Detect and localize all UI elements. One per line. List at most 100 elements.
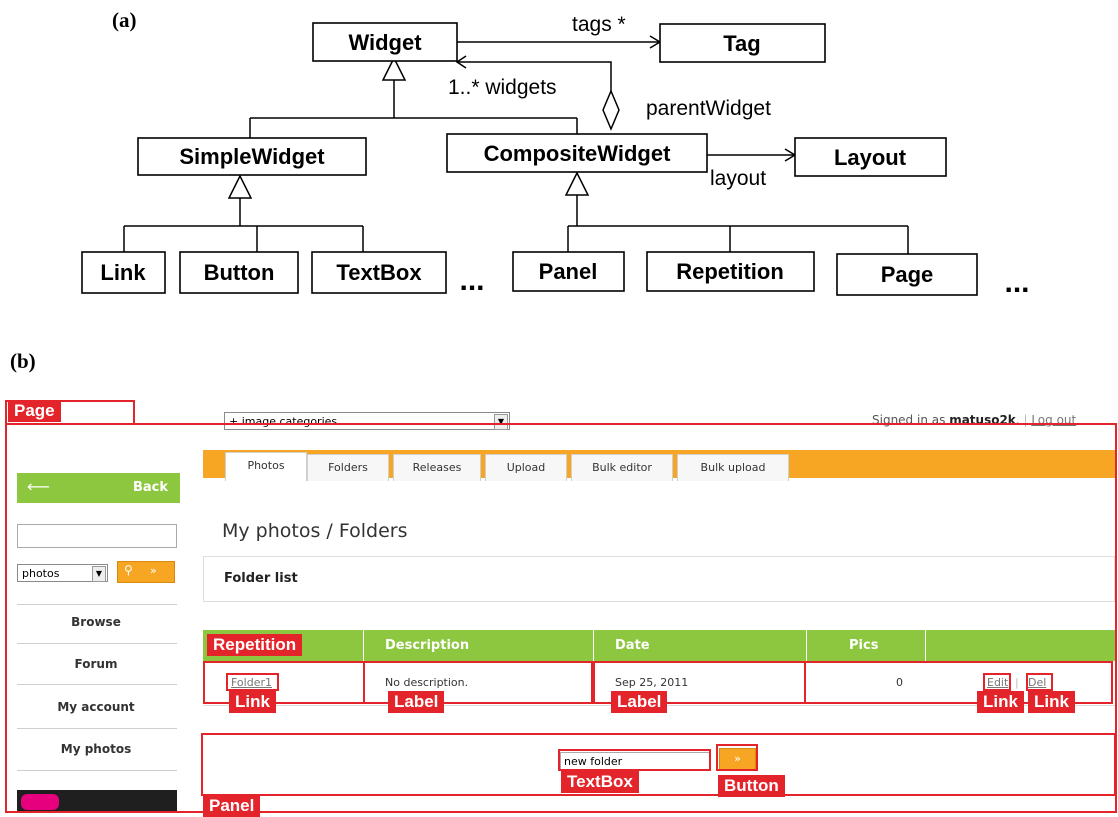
page-tag-outline	[5, 400, 135, 425]
tab-strip: Photos Folders Releases Upload Bulk edit…	[203, 450, 1116, 481]
class-link: Link	[100, 260, 146, 285]
label-annotation: Label	[611, 691, 668, 713]
assoc-layout: layout	[710, 167, 766, 190]
page-annotation: Page	[8, 400, 61, 422]
search-scope-select[interactable]: photos ▼	[17, 564, 108, 582]
generalization-triangle-widget	[381, 56, 407, 81]
class-box-link	[81, 251, 166, 294]
section-title: Folder list	[224, 571, 298, 586]
widgets-arrowhead	[455, 55, 467, 69]
folder-list-header: Folder list	[203, 556, 1115, 602]
generalization-simple-lines	[123, 198, 364, 252]
chevron-down-icon: ▼	[494, 414, 508, 430]
class-box-composite-widget	[446, 133, 708, 173]
class-composite-widget: CompositeWidget	[484, 141, 671, 166]
class-widget: Widget	[348, 30, 422, 55]
page-outline	[5, 423, 1117, 813]
uml-class-diagram: Widget Tag SimpleWidget CompositeWidget …	[81, 13, 1030, 299]
generalization-triangle-simple	[227, 174, 253, 199]
sidebar-item-my-account[interactable]: My account	[57, 700, 135, 714]
ellipsis-composite: ...	[1004, 266, 1029, 299]
tab-upload[interactable]: Upload	[485, 454, 567, 481]
class-box-textbox	[311, 251, 447, 294]
search-scope-value: photos	[22, 567, 60, 580]
column-header-date[interactable]: Date	[615, 638, 650, 653]
tab-bulk-upload[interactable]: Bulk upload	[677, 454, 789, 481]
edit-link[interactable]: Edit	[987, 676, 1009, 689]
button-outline	[716, 744, 758, 771]
tab-photos[interactable]: Photos	[225, 452, 307, 481]
tab-releases[interactable]: Releases	[393, 454, 481, 481]
page-title: My photos / Folders	[222, 520, 408, 542]
class-button: Button	[204, 260, 275, 285]
back-button[interactable]: ⟵ Back	[17, 473, 180, 503]
class-page: Page	[881, 262, 934, 287]
class-panel: Panel	[539, 259, 598, 284]
assoc-parent-widget: parentWidget	[646, 97, 771, 120]
generalization-widget-lines	[249, 80, 578, 138]
ellipsis-simple: ...	[459, 264, 484, 297]
class-box-layout	[794, 137, 947, 177]
class-repetition: Repetition	[676, 259, 784, 284]
class-box-button	[179, 251, 299, 294]
link-annotation: Link	[1028, 691, 1075, 713]
sidebar-item-browse[interactable]: Browse	[71, 615, 121, 629]
class-box-page	[836, 253, 978, 296]
label-outline	[363, 661, 593, 704]
link-annotation: Link	[229, 691, 276, 713]
annotated-screenshot: + image categories ▼ Signed in as matuso…	[0, 392, 1118, 817]
link-outline	[226, 673, 279, 691]
back-label: Back	[132, 480, 168, 495]
column-header-description[interactable]: Description	[385, 638, 470, 653]
nav-separator	[17, 684, 177, 685]
sidebar-thumbnail	[17, 790, 177, 812]
textbox-annotation: TextBox	[561, 771, 639, 793]
folder-description: No description.	[385, 676, 469, 689]
assoc-widgets: 1..* widgets	[448, 76, 557, 99]
thumbnail-badge	[21, 794, 59, 810]
button-annotation: Button	[718, 775, 785, 797]
class-box-simple-widget	[137, 137, 367, 176]
folder-pics-count: 0	[896, 676, 903, 689]
class-textbox: TextBox	[336, 260, 422, 285]
table-header: Description Date Pics	[203, 630, 1115, 661]
class-box-repetition	[646, 251, 815, 292]
link-outline	[983, 673, 1011, 691]
label-annotation: Label	[388, 691, 445, 713]
nav-separator	[17, 604, 177, 605]
folder-name-link[interactable]: Folder1	[231, 676, 272, 689]
panel-annotation: Panel	[203, 795, 261, 817]
link-annotation: Link	[977, 691, 1024, 713]
back-arrow-icon: ⟵	[27, 477, 50, 496]
generalization-triangle-composite	[564, 171, 590, 196]
link-outline	[1026, 673, 1053, 691]
search-icon: ⚲	[124, 563, 133, 577]
panel-outline	[201, 733, 1116, 796]
class-tag: Tag	[723, 31, 760, 56]
chevron-right-icon: »	[734, 752, 741, 765]
nav-separator	[17, 770, 177, 771]
repetition-annotation: Repetition	[207, 634, 303, 656]
search-button[interactable]: ⚲ »	[117, 561, 175, 583]
folder-date: Sep 25, 2011	[615, 676, 689, 689]
tab-folders[interactable]: Folders	[307, 454, 389, 481]
aggregation-diamond	[602, 89, 620, 131]
class-box-widget	[312, 22, 458, 62]
delete-link[interactable]: Del	[1028, 676, 1047, 689]
class-simple-widget: SimpleWidget	[179, 144, 325, 169]
nav-separator	[17, 643, 177, 644]
sidebar-item-my-photos[interactable]: My photos	[60, 742, 132, 756]
tab-bulk-editor[interactable]: Bulk editor	[571, 454, 673, 481]
column-header-pics[interactable]: Pics	[849, 638, 879, 653]
class-box-tag	[659, 23, 826, 63]
textbox-outline	[558, 749, 711, 771]
class-box-panel	[512, 251, 625, 292]
figure-label-a: (a)	[112, 8, 137, 32]
chevron-down-icon: ▼	[92, 566, 106, 582]
assoc-tags: tags *	[572, 13, 626, 36]
sidebar-item-forum[interactable]: Forum	[74, 657, 118, 671]
class-layout: Layout	[834, 145, 907, 170]
label-outline	[593, 661, 806, 704]
sidebar-search-input[interactable]	[17, 524, 177, 548]
table-row: Folder1 No description. Sep 25, 2011 0 E…	[203, 661, 1115, 706]
